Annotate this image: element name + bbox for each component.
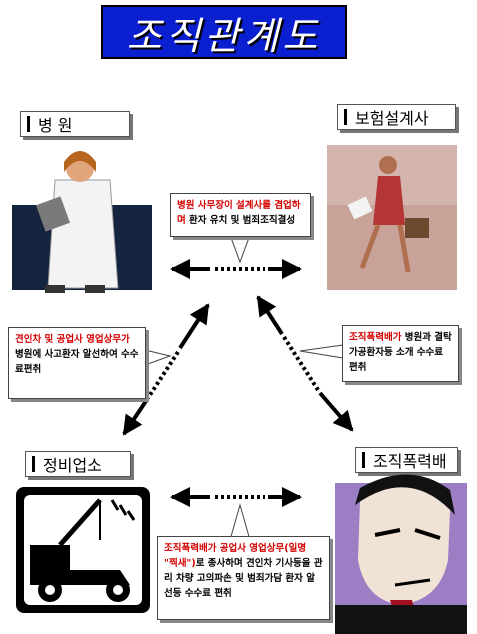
arrow-hospital-repair xyxy=(122,303,210,436)
callout-bottom-black: 로 종사하며 견인차 기사등을 관리 차량 고의파손 및 범죄가담 환자 알선등… xyxy=(164,558,323,599)
arrow-insurance-gang xyxy=(256,295,354,432)
title-box: 조직관계도 xyxy=(101,5,347,59)
callout-bottom: 조직폭력배가 공업사 영업상무(일명 "찍새")로 종사하며 견인차 기사등을 … xyxy=(157,536,330,620)
gangster-illustration xyxy=(335,474,467,634)
callout-left-red: 견인차 및 공업사 영업상무가 xyxy=(15,334,130,345)
callout-pointer-top xyxy=(229,234,251,264)
page-title: 조직관계도 xyxy=(126,13,322,58)
node-hospital: 병 원 xyxy=(20,111,130,137)
callout-left-black: 병원에 사고환자 알선하여 수수료편취 xyxy=(15,349,139,375)
doctor-illustration xyxy=(12,151,152,293)
callout-left: 견인차 및 공업사 영업상무가 병원에 사고환자 알선하여 수수료편취 xyxy=(8,327,146,399)
callout-right-red: 조직폭력배가 xyxy=(349,332,402,343)
callout-pointer-left xyxy=(144,349,172,366)
node-gang-label: 조직폭력배 xyxy=(373,452,447,471)
node-gang: 조직폭력배 xyxy=(355,447,458,473)
callout-top-black: 환자 유치 및 범죄조직결성 xyxy=(185,215,296,226)
callout-right: 조직폭력배가 병원과 결탁 가공환자등 소개 수수료 편취 xyxy=(342,325,459,382)
callout-pointer-right xyxy=(299,344,344,359)
label-bar xyxy=(344,108,347,126)
node-repair-label: 정비업소 xyxy=(43,456,102,475)
insurance-agent-illustration xyxy=(327,145,457,290)
node-hospital-label: 병 원 xyxy=(38,116,73,135)
tow-truck-illustration xyxy=(16,487,150,613)
callout-pointer-bottom xyxy=(229,503,251,541)
label-bar xyxy=(32,455,35,473)
node-insurance: 보험설계사 xyxy=(337,104,456,130)
label-bar xyxy=(362,451,365,469)
node-repair: 정비업소 xyxy=(25,451,131,477)
node-insurance-label: 보험설계사 xyxy=(355,109,429,128)
callout-right-black: 병원과 결탁 가공환자등 소개 수수료 편취 xyxy=(349,332,452,373)
callout-top: 병원 사무장이 설계사를 겸업하며 환자 유치 및 범죄조직결성 xyxy=(170,193,311,237)
callout-top-red: 병원 사무장이 설계사를 겸업하며 xyxy=(177,200,301,226)
callout-bottom-red: 조직폭력배가 공업사 영업상무(일명 "찍새") xyxy=(164,543,307,569)
label-bar xyxy=(27,115,30,133)
